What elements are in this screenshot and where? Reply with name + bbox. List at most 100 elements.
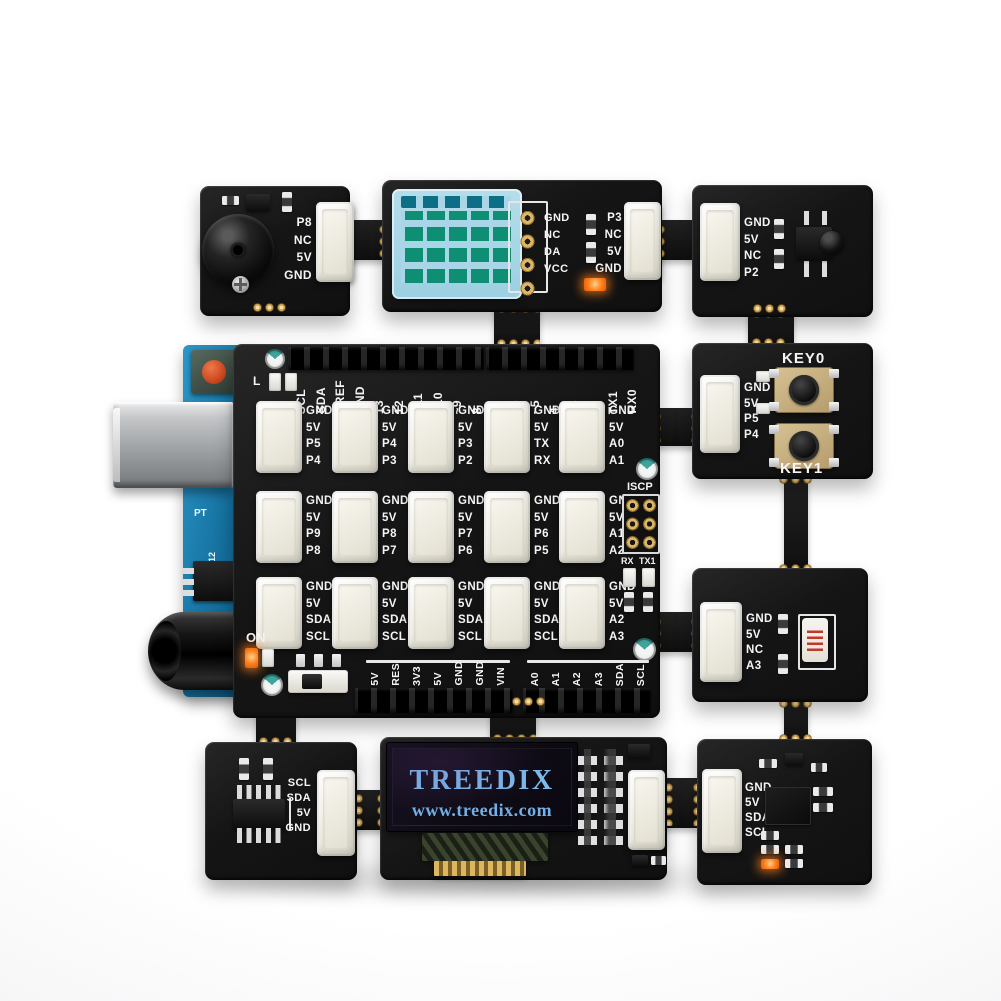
power-led [761, 859, 779, 869]
oled-gold-pins [434, 861, 526, 876]
jst-connector [624, 202, 661, 280]
smd-component [785, 753, 803, 765]
pin-label: SDA [382, 614, 408, 626]
pin-label: 5V [382, 597, 397, 610]
pin-label: GND [284, 267, 312, 282]
pin-label: GND [458, 495, 485, 507]
jst-connector [559, 491, 605, 563]
chip-pins [237, 785, 281, 800]
oled-display: TREEDIX www.treedix.com [386, 742, 578, 832]
oled-module: TREEDIX www.treedix.com [380, 737, 667, 880]
pin-label: GND [474, 661, 486, 686]
resistor [785, 859, 803, 868]
key1-button [769, 423, 839, 469]
ir-receiver [792, 211, 852, 277]
oled-ribbon-connector [422, 833, 548, 861]
on-label: ON [246, 630, 266, 645]
pin-label: SCL [458, 630, 483, 643]
power-slide-switch [288, 652, 360, 696]
buzzer-hole [231, 243, 245, 257]
pin-label: 5V [744, 397, 759, 410]
reset-button [191, 350, 237, 394]
button-pin [829, 369, 839, 378]
pin-label: 5V [296, 250, 312, 264]
pin-label: P8 [382, 528, 397, 540]
pin-label: SDA [458, 614, 484, 626]
resistor [774, 219, 784, 239]
pin-label: SCL [534, 630, 559, 643]
led-l [269, 373, 281, 391]
reset-button-cap [202, 360, 226, 384]
pin-label: 5V [534, 597, 549, 610]
jst-connector [408, 491, 454, 563]
pin-label: GND [458, 405, 485, 417]
pin-label: 3V3 [411, 666, 423, 686]
pin-label: A1 [609, 528, 625, 540]
pin-label: GND [609, 405, 636, 417]
transistor [246, 194, 270, 211]
pin-label: 5V [609, 421, 624, 434]
pin-label: P9 [306, 528, 321, 540]
pin-label: GND [382, 495, 409, 507]
key1-label: KEY1 [780, 460, 824, 477]
via-row [778, 698, 814, 709]
jst-connector [700, 602, 742, 682]
jst-connector [256, 491, 302, 563]
pin-label: NC [746, 644, 764, 656]
pin-label: GND [534, 581, 561, 593]
pin-label: GND [453, 661, 465, 686]
pin-label: P5 [306, 438, 321, 450]
via-row [252, 302, 288, 313]
pin-label: SCL [382, 630, 407, 643]
pin-label: VCC [544, 263, 569, 275]
screw [232, 276, 249, 293]
jst-connector [256, 577, 302, 649]
led-l-label: L [253, 374, 261, 388]
pin-label: P5 [534, 544, 549, 557]
resistor [759, 759, 777, 768]
button-pin [769, 458, 779, 467]
rx-label: RX [621, 556, 634, 566]
dht11-vents [401, 196, 511, 208]
pin-label: GND [746, 613, 773, 625]
via-row [751, 337, 787, 348]
pin-label: P4 [744, 428, 759, 441]
jst-connector [332, 491, 378, 563]
key0-button [769, 367, 839, 413]
pin-label: 5V [306, 511, 321, 524]
pin-label: P3 [382, 454, 397, 467]
buzzer [202, 214, 274, 286]
pin-label: SDA [286, 792, 311, 804]
via-row [511, 696, 545, 707]
voltage-regulator [193, 561, 237, 601]
pcb-bridge [778, 696, 814, 746]
switch-knob [302, 674, 322, 689]
pin-label: DA [544, 246, 561, 258]
switch-pin [314, 654, 323, 667]
pin-label: 5V [745, 797, 760, 809]
pin-label: P4 [306, 454, 321, 467]
silk-line [527, 660, 649, 663]
resistor-grid [578, 749, 623, 845]
button-pin [829, 458, 839, 467]
sensor-chip [765, 787, 811, 825]
jst-connector [316, 202, 354, 282]
pin-label: NC [293, 232, 312, 247]
jst-connector [408, 577, 454, 649]
pin-label: GND [745, 782, 772, 794]
pin-label: A1 [609, 454, 625, 467]
pin-label: A3 [746, 659, 762, 672]
